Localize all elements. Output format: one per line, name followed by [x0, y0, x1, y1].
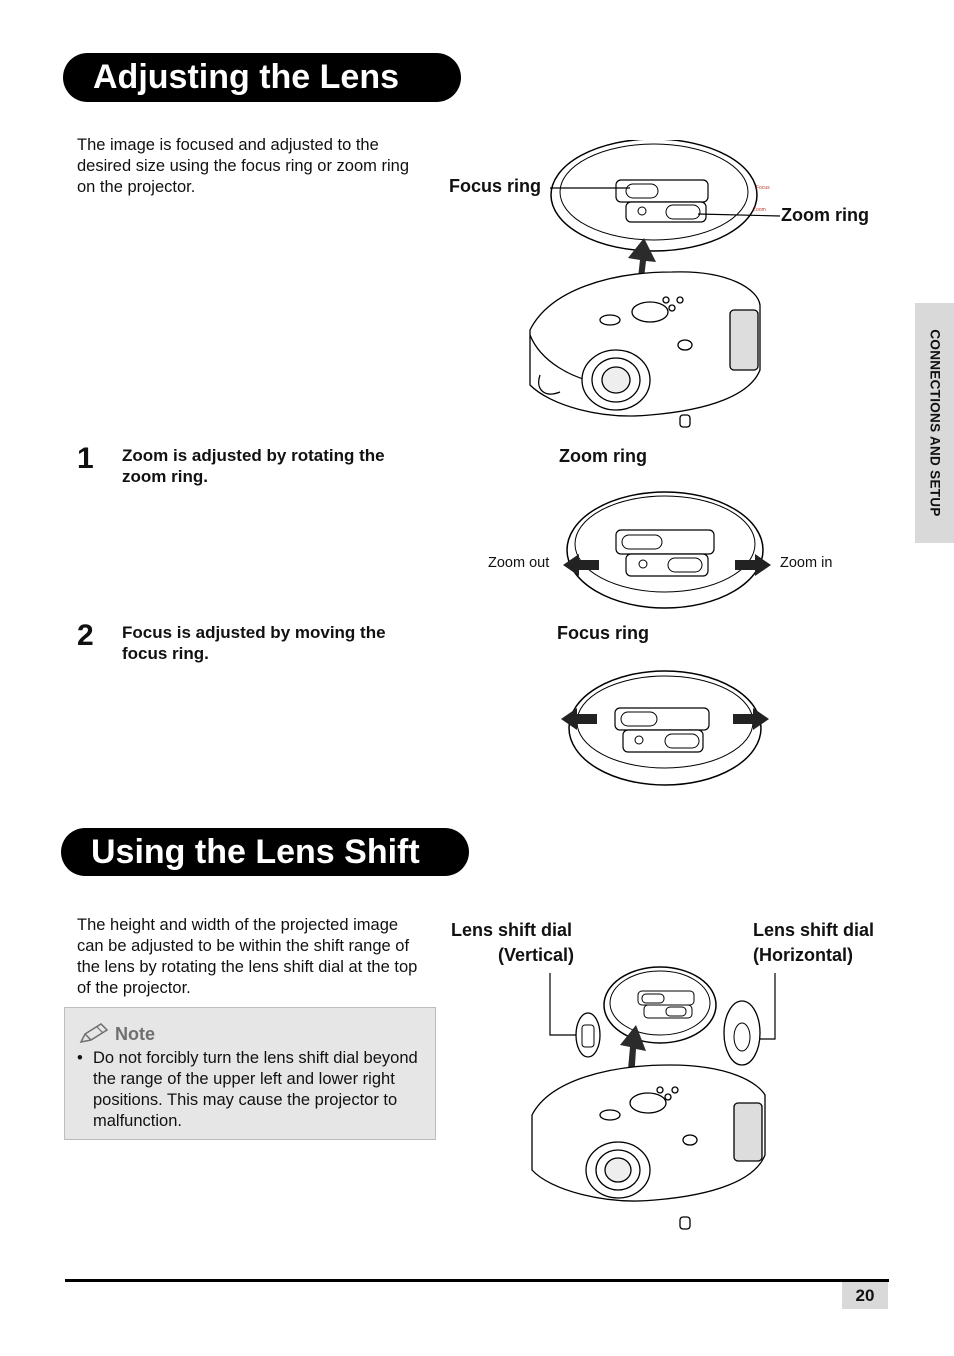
step-number-1: 1 [77, 442, 94, 475]
lens-shift-figure [531, 966, 776, 1230]
arrow-right-icon [733, 708, 769, 730]
step-text-2: Focus is adjusted by moving the focus ri… [122, 623, 386, 663]
page-number: 20 [842, 1282, 888, 1309]
step-number-2: 2 [77, 619, 94, 652]
focus-ring-figure [568, 670, 762, 786]
horizontal-dial-label-line2: (Horizontal) [753, 945, 853, 965]
projector-lens-figure: Focus Zoom [529, 140, 781, 428]
arrow-left-icon [563, 554, 599, 576]
focus-ring-figure-title: Focus ring [557, 623, 650, 643]
section-title-text: Using the Lens Shift [91, 833, 420, 871]
projector-illustration [529, 271, 761, 428]
projector-illustration [531, 1064, 766, 1230]
zoom-ring-figure [566, 491, 764, 609]
arrow-right-icon [735, 554, 771, 576]
intro-paragraph: The image is focused and adjusted to the… [77, 136, 409, 196]
pencil-icon [79, 1023, 109, 1044]
note-box: Note • Do not forcibly turn the lens shi… [64, 1007, 436, 1140]
lens-shift-intro: The height and width of the projected im… [77, 916, 418, 997]
note-bullet-text: Do not forcibly turn the lens shift dial… [93, 1049, 418, 1130]
step-text-1: Zoom is adjusted by rotating the zoom ri… [122, 446, 385, 486]
tiny-focus-mark: Focus [756, 185, 770, 191]
zoom-out-label: Zoom out [488, 555, 550, 571]
side-tab-connections-setup: CONNECTIONS AND SETUP [915, 303, 954, 543]
zoom-in-label: Zoom in [780, 555, 833, 571]
footer-rule [65, 1279, 889, 1282]
side-tab-text: CONNECTIONS AND SETUP [927, 329, 942, 517]
vertical-dial-label-line1: Lens shift dial [451, 920, 573, 940]
arrow-left-icon [561, 708, 597, 730]
section-title-adjusting-lens: Adjusting the Lens [63, 53, 461, 102]
note-title: Note [115, 1024, 155, 1044]
vertical-dial-label-line2: (Vertical) [498, 945, 575, 965]
horizontal-dial-label-line1: Lens shift dial [753, 920, 875, 940]
section-title-lens-shift: Using the Lens Shift [61, 828, 469, 876]
tiny-zoom-mark: Zoom [753, 207, 766, 213]
zoom-ring-figure-title: Zoom ring [559, 446, 647, 466]
section-title-text: Adjusting the Lens [93, 58, 399, 96]
zoom-ring-label: Zoom ring [781, 205, 869, 225]
note-bullet: • Do not forcibly turn the lens shift di… [77, 1048, 427, 1132]
focus-ring-label: Focus ring [449, 176, 542, 196]
